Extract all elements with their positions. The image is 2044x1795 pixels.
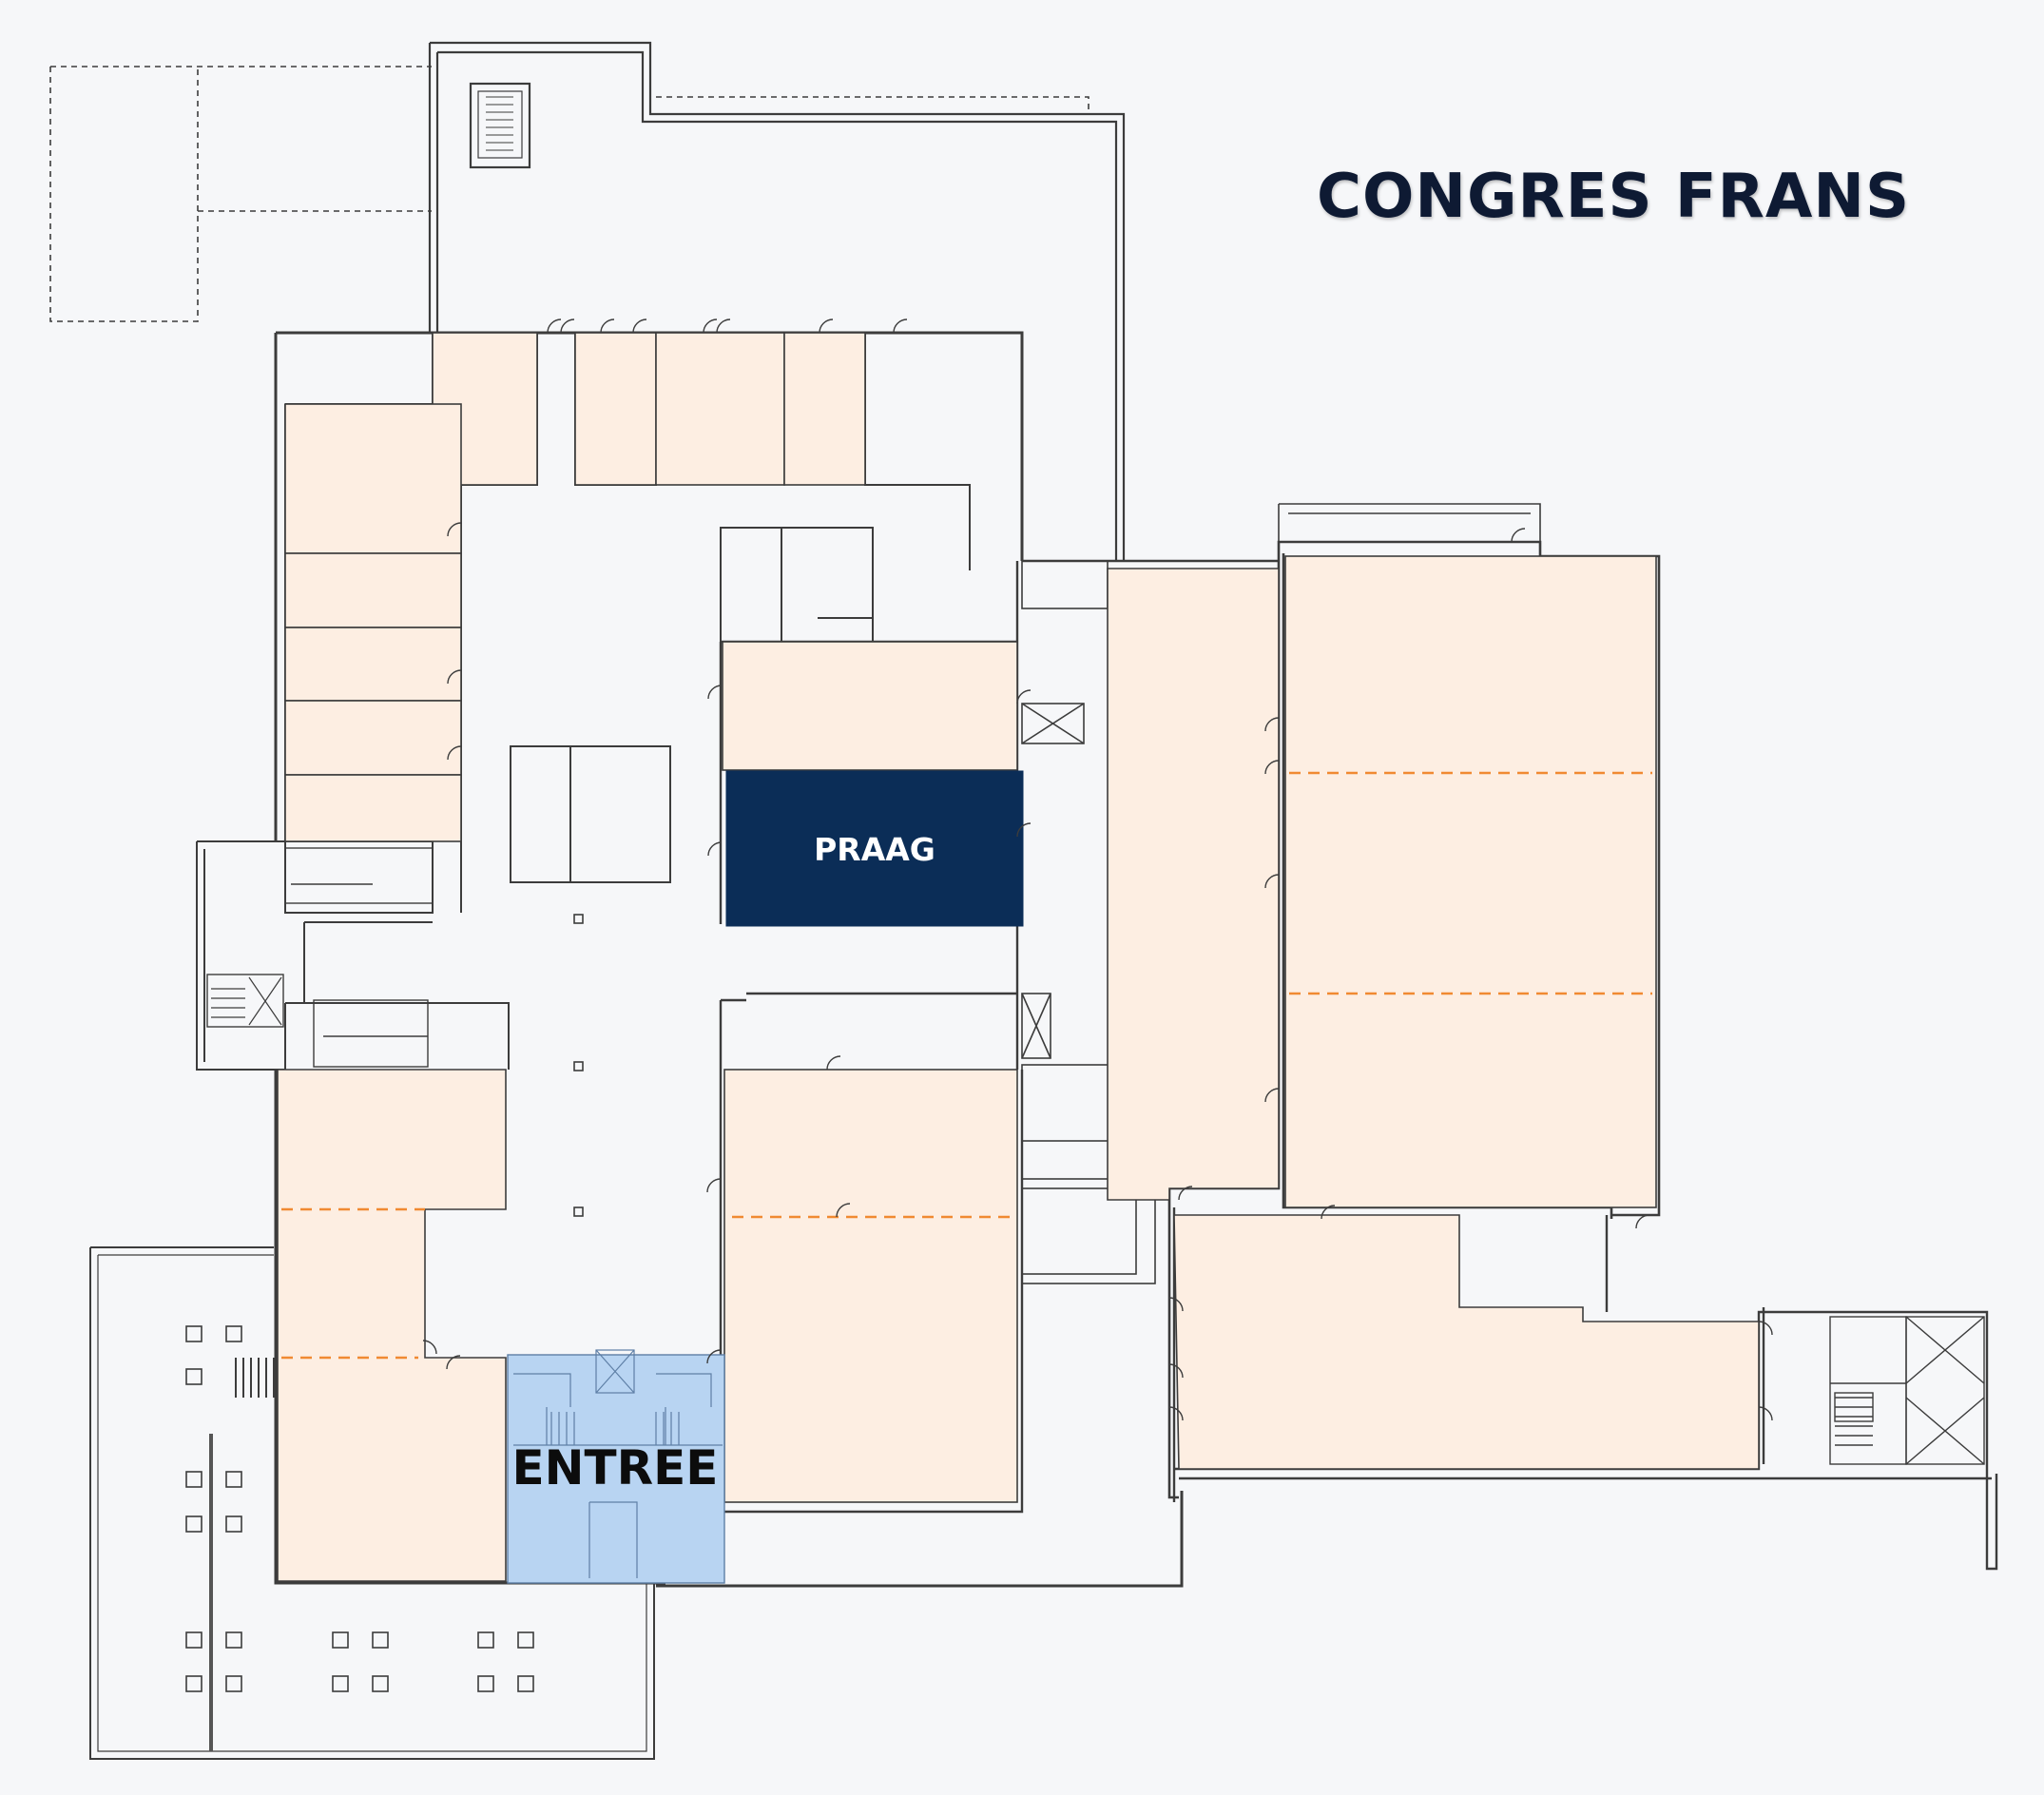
stair-northeast <box>1278 503 1541 561</box>
terrace-inner-wall <box>97 1254 647 1752</box>
room-label-entree: ENTREE <box>511 1440 719 1496</box>
north-annex-wall <box>428 41 1126 561</box>
entree-room[interactable] <box>507 1349 725 1584</box>
room-label-praag: PRAAG <box>814 831 935 868</box>
left-service-block <box>196 840 510 1071</box>
room-dividers <box>281 771 1652 1360</box>
toilets-west <box>284 847 434 1068</box>
stair-east <box>1829 1316 1985 1465</box>
door-swings <box>422 318 1773 1421</box>
main-outer-wall <box>274 331 1184 1588</box>
map-title: CONGRES FRANS <box>1317 162 1911 232</box>
praag-room[interactable] <box>725 770 1024 927</box>
terrace-steps <box>235 1358 275 1398</box>
meeting-rooms <box>277 332 1760 1582</box>
terrace-pillars <box>185 1325 534 1692</box>
stair-north <box>469 82 531 169</box>
south-terrace-outline <box>89 1246 655 1760</box>
outdoor-outline-dashed <box>49 66 1089 322</box>
stair-west <box>206 974 284 1028</box>
